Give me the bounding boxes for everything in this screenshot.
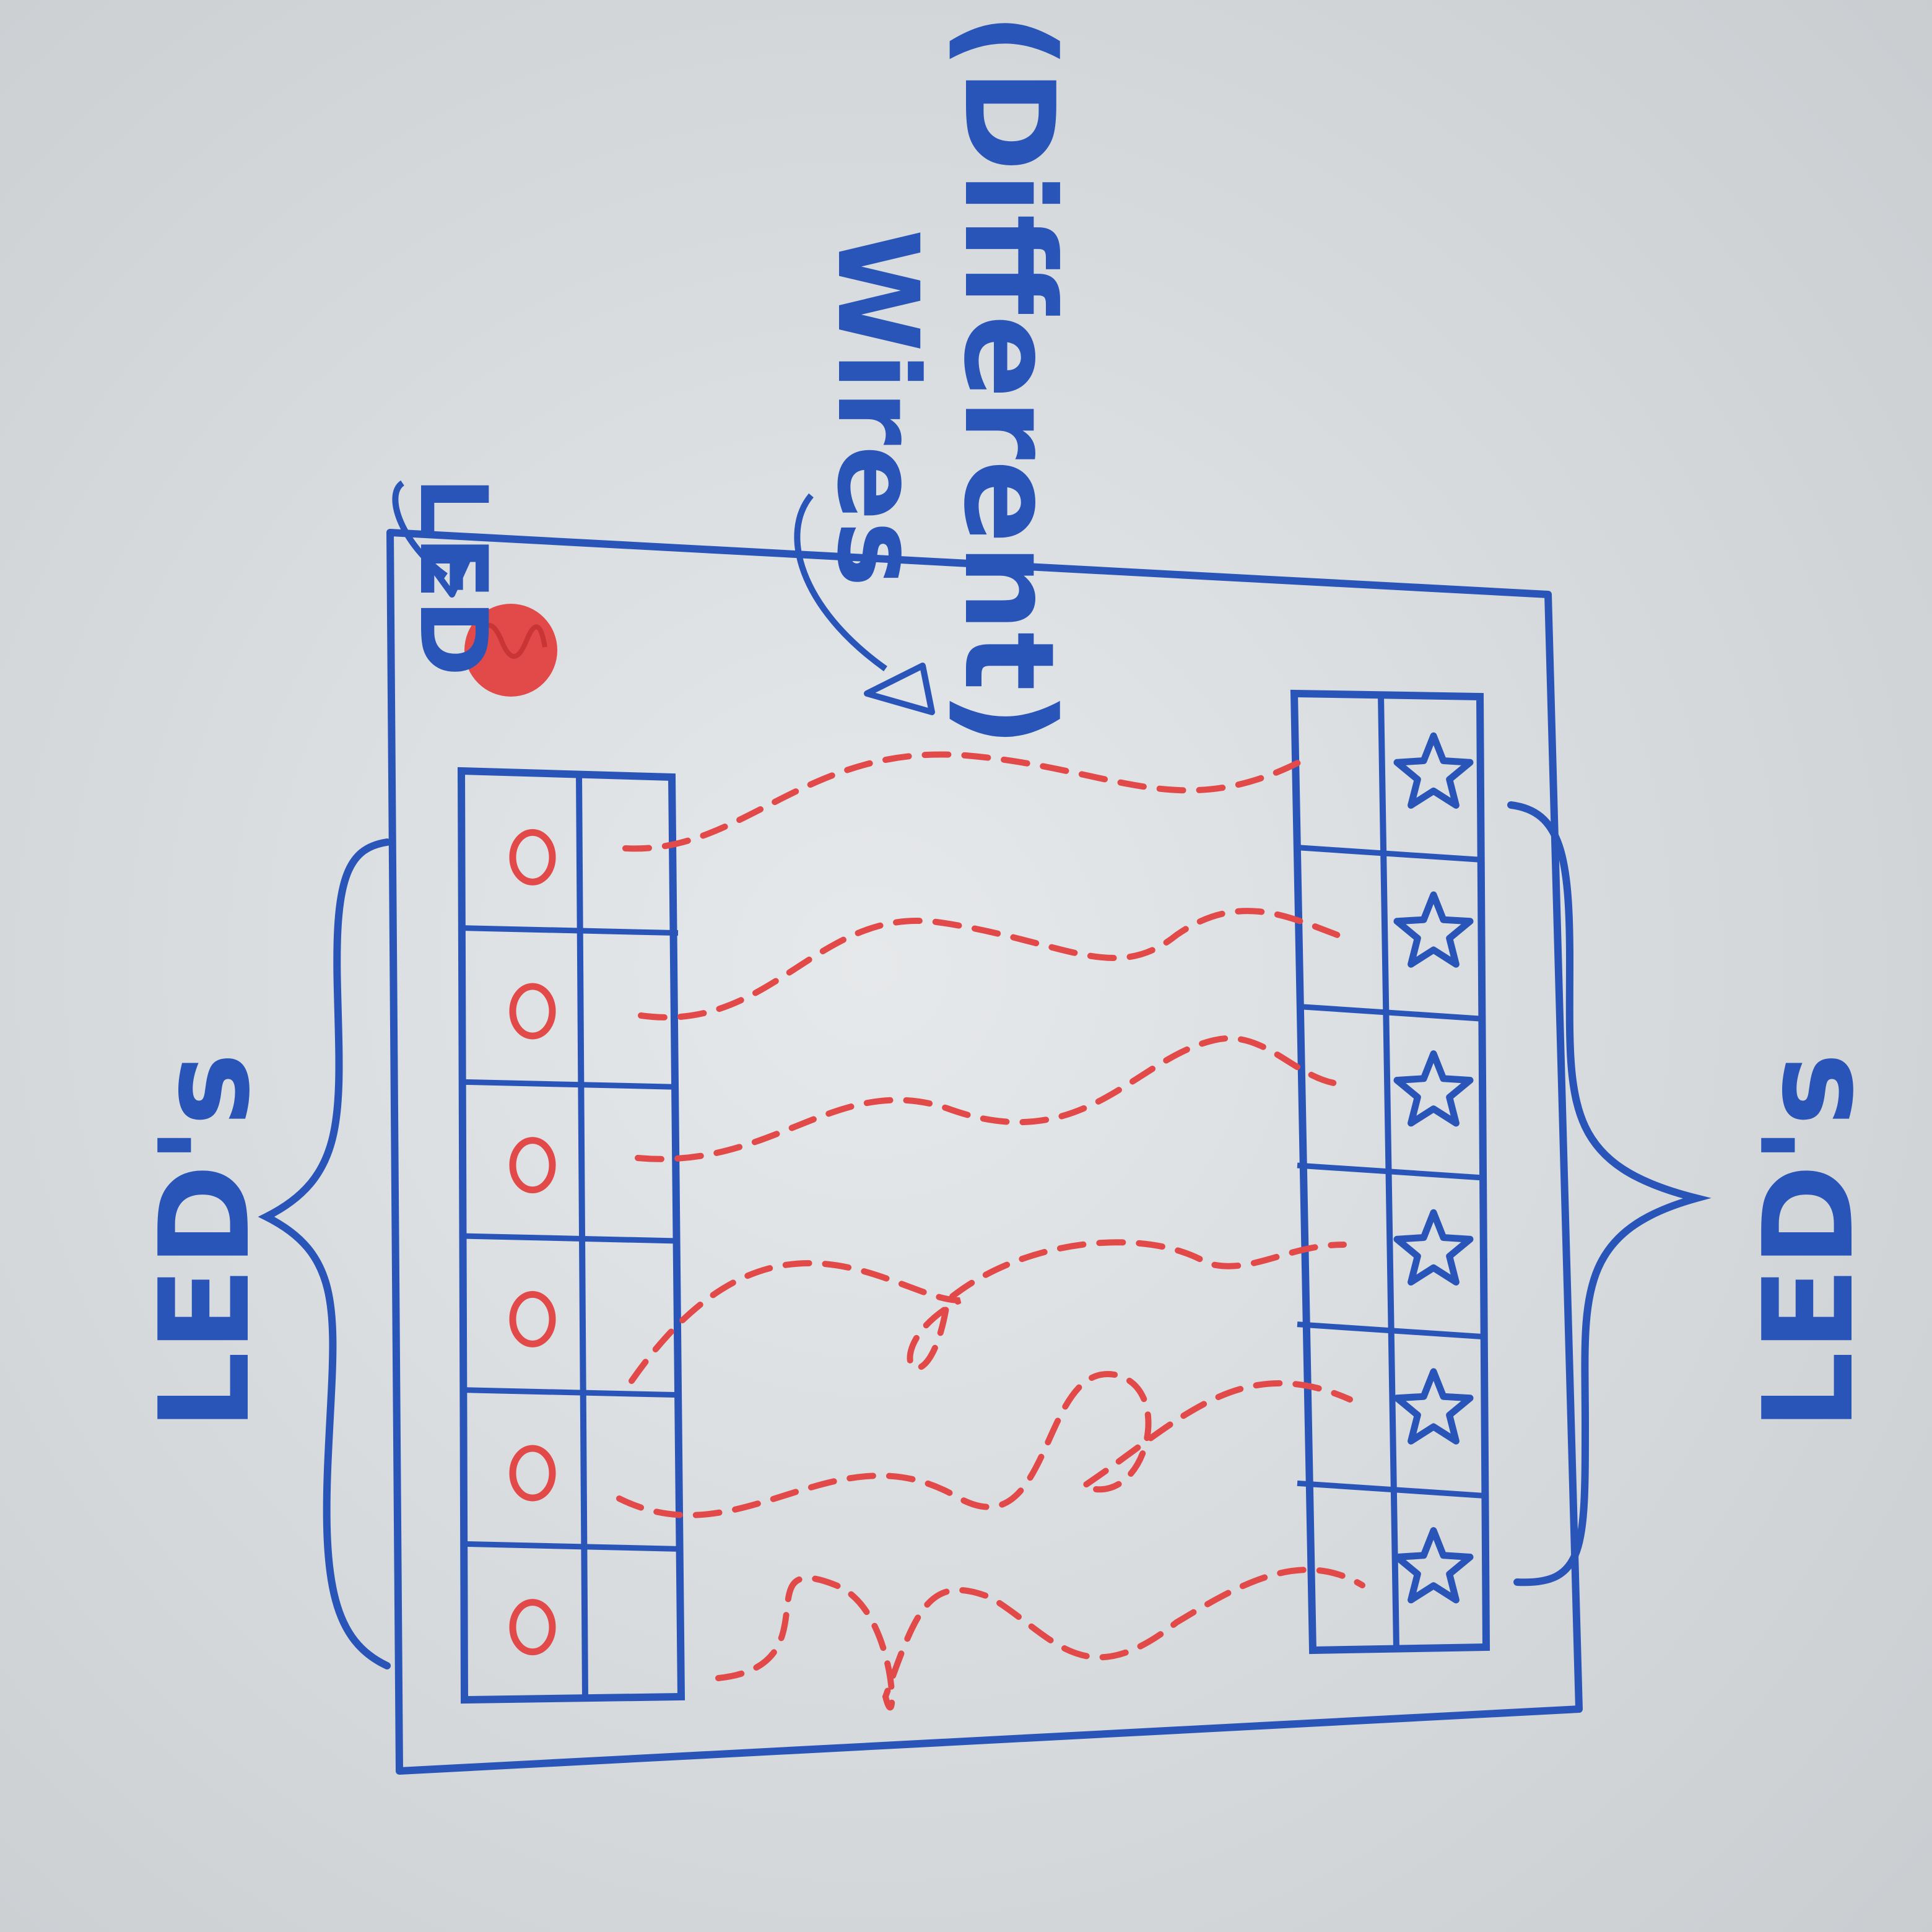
left-cell-divider [463, 1233, 679, 1244]
left-led-circle [509, 983, 556, 1040]
wires-pointer-arrow [794, 493, 935, 715]
right-led-star [1393, 1527, 1474, 1604]
left-cell-divider [463, 1541, 679, 1552]
right-cell-divider [1297, 1321, 1484, 1340]
wire-3 [635, 1035, 1341, 1162]
right-led-star [1393, 1050, 1474, 1127]
left-led-circle [509, 829, 556, 886]
right-led-star [1393, 732, 1474, 809]
enclosure-outline [386, 529, 1583, 1775]
right-cell-divider [1297, 1162, 1484, 1181]
wires-group [616, 751, 1365, 1711]
left-strip-cells [463, 829, 679, 1656]
wire-4 [629, 1239, 1347, 1384]
right-led-star [1393, 1368, 1474, 1445]
right-strip-outline [1290, 689, 1490, 1655]
right-leds-brace [1507, 801, 1712, 1586]
left-led-circle [509, 1137, 556, 1194]
led-pointer-arrow [392, 480, 471, 598]
left-leds-label: LED's [133, 1053, 277, 1430]
left-led-circle [509, 1599, 556, 1656]
wire-1 [622, 751, 1303, 852]
right-led-star [1393, 1209, 1474, 1286]
left-led-circle [509, 1445, 556, 1502]
single-led-scribble [474, 623, 547, 659]
left-cell-divider [463, 1387, 679, 1398]
left-cell-divider [463, 925, 679, 936]
right-cell-divider [1297, 845, 1484, 863]
left-led-circle [509, 1290, 556, 1347]
right-cell-divider [1297, 1003, 1484, 1022]
right-led-star [1393, 891, 1474, 968]
wire-6 [715, 1567, 1365, 1711]
left-led-strip [457, 767, 685, 1704]
right-cell-divider [1297, 1480, 1484, 1499]
wires-label-line2: (Different) [936, 12, 1081, 747]
wire-2 [638, 908, 1341, 1020]
led-single-label: LED [399, 477, 507, 677]
wire-5 [616, 1371, 1353, 1518]
left-cell-divider [463, 1079, 679, 1090]
right-leds-label: LED's [1737, 1053, 1881, 1430]
wires-label-line1: Wires [812, 229, 942, 587]
left-leds-brace [258, 838, 391, 1669]
right-strip-cells [1297, 732, 1484, 1604]
right-led-strip [1290, 689, 1490, 1655]
